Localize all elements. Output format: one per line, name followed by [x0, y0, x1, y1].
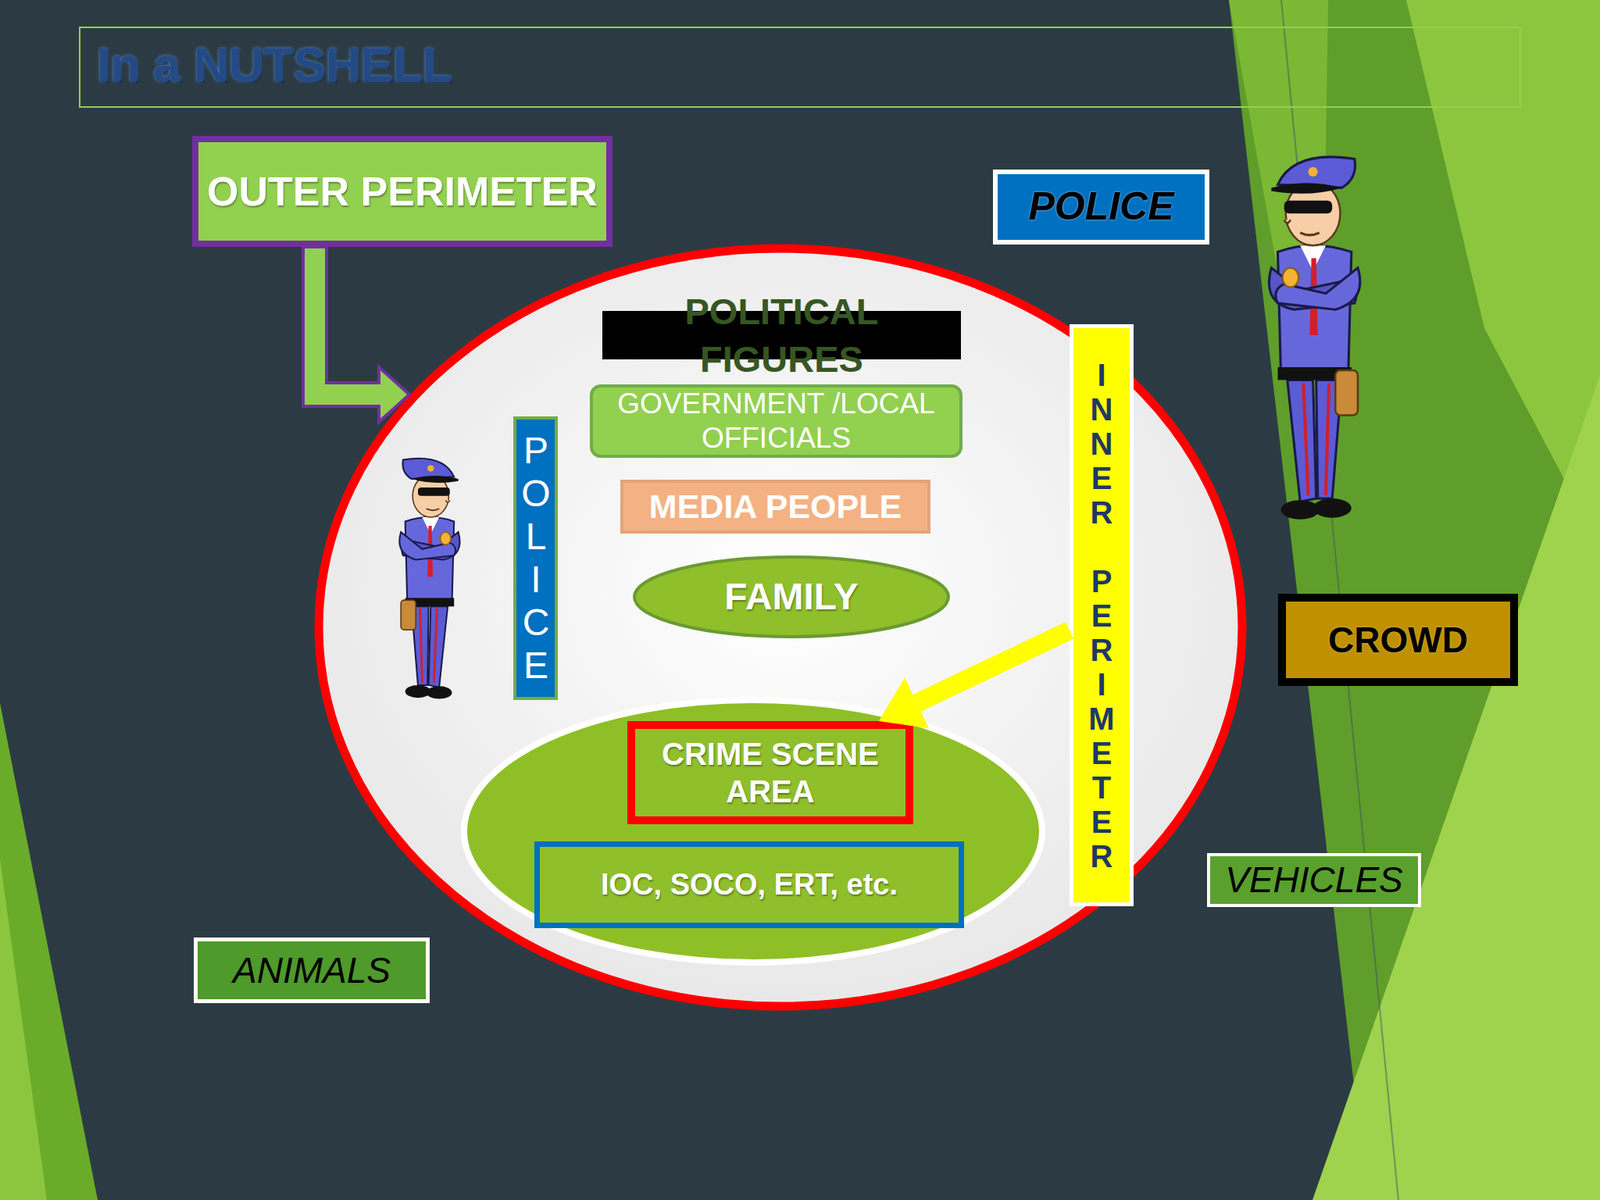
media-box: MEDIA PEOPLE: [620, 479, 931, 534]
inner-perimeter-band: INNER PERIMETER: [1069, 324, 1134, 907]
node-label: FAMILY: [724, 575, 859, 618]
bent-arrow: [303, 246, 410, 422]
node-label: POLITICAL FIGURES: [633, 287, 931, 383]
police-figure: [1268, 157, 1360, 520]
inner-perimeter-zone: [464, 700, 1043, 963]
pointer-arrow: [917, 630, 1070, 704]
node-label: CROWD: [1328, 619, 1468, 661]
title-frame: [79, 27, 1521, 108]
outer-perimeter-zone: [318, 248, 1243, 1007]
perimeter-box: OUTER PERIMETER: [192, 135, 613, 247]
node-label: POLICE: [1028, 184, 1174, 230]
police-band: POLICE: [513, 416, 558, 700]
responders-box: IOC, SOCO, ERT, etc.: [534, 841, 965, 929]
background-shard: [0, 859, 47, 1200]
family-ellipse: FAMILY: [631, 553, 952, 640]
vehicles-box: VEHICLES: [1207, 853, 1422, 908]
background-shard: [1312, 375, 1600, 1200]
node-label: POLICE: [517, 429, 555, 688]
node-label: CRIME SCENE AREA: [635, 735, 906, 811]
node-label: GOVERNMENT /LOCAL OFFICIALS: [592, 386, 960, 456]
political-bar: POLITICAL FIGURES: [602, 310, 961, 360]
background-shard: [1228, 0, 1600, 1200]
node-label: IOC, SOCO, ERT, etc.: [600, 867, 898, 903]
police-figure: [399, 458, 460, 700]
node-label: ANIMALS: [232, 950, 391, 992]
crowd-box: CROWD: [1278, 593, 1518, 686]
ellipse-shape: [634, 557, 949, 637]
node-label: INNER PERIMETER: [1085, 357, 1118, 874]
background-shard: [0, 703, 98, 1200]
node-label: OUTER PERIMETER: [207, 167, 598, 215]
police-box: POLICE: [992, 169, 1210, 245]
officials-box: GOVERNMENT /LOCAL OFFICIALS: [589, 384, 963, 458]
node-label: MEDIA PEOPLE: [649, 487, 902, 526]
slide-title: In a NUTSHELL: [96, 40, 453, 90]
node-label: VEHICLES: [1225, 859, 1404, 901]
animals-box: ANIMALS: [193, 937, 430, 1004]
crime-scene-box: CRIME SCENE AREA: [627, 721, 914, 825]
